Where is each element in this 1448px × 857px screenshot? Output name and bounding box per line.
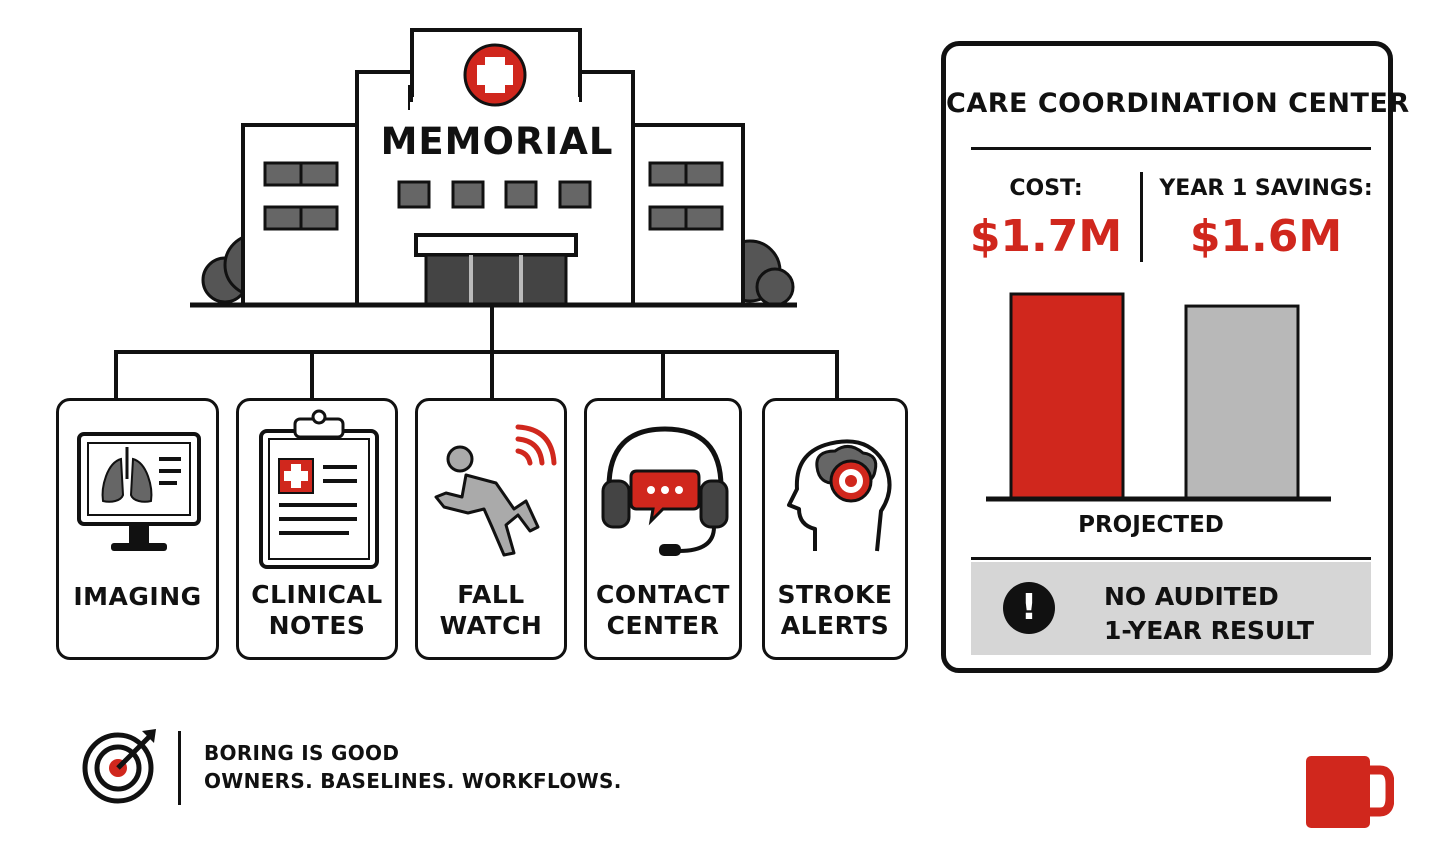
warning-line: NO AUDITED <box>1104 582 1279 611</box>
department-label: CONTACT <box>596 580 730 609</box>
department-card-imaging: IMAGING <box>56 398 219 660</box>
monitor-lungs-icon <box>77 432 201 551</box>
chart-x-label: PROJECTED <box>1078 512 1224 538</box>
care-coordination-panel: CARE COORDINATION CENTER COST: $1.7M YEA… <box>941 41 1410 673</box>
panel-divider-bottom <box>971 557 1371 560</box>
org-connector-lines <box>114 305 839 400</box>
alert-icon: ! <box>1003 582 1055 634</box>
department-label: CLINICAL <box>251 580 383 609</box>
department-label: NOTES <box>268 611 366 640</box>
panel-title: CARE COORDINATION CENTER <box>946 88 1410 119</box>
cost-vs-savings-chart <box>986 292 1331 502</box>
warning-text: NO AUDITED 1-YEAR RESULT <box>1104 580 1314 648</box>
footer-line-2: OWNERS. BASELINES. WORKFLOWS. <box>204 769 622 793</box>
cost-value: $1.7M <box>969 211 1123 262</box>
department-label: STROKE <box>777 580 893 609</box>
savings-value: $1.6M <box>1189 211 1343 262</box>
clipboard-icon <box>259 409 379 569</box>
bar-savings <box>1184 304 1300 501</box>
cost-label: COST: <box>1009 176 1083 201</box>
warning-line: 1-YEAR RESULT <box>1104 616 1315 645</box>
medical-cross-icon <box>463 43 527 107</box>
department-label: FALL <box>457 580 525 609</box>
department-label: ALERTS <box>780 611 890 640</box>
warning-box: ! NO AUDITED 1-YEAR RESULT <box>971 562 1371 655</box>
panel-divider <box>971 147 1371 150</box>
brain-target-icon <box>787 439 892 552</box>
falling-person-icon <box>434 424 557 557</box>
mug-icon <box>1306 756 1394 828</box>
department-label: WATCH <box>439 611 543 640</box>
footer-divider <box>178 731 181 805</box>
department-label: IMAGING <box>73 582 202 611</box>
hospital-building <box>190 28 797 308</box>
footer-line-1: BORING IS GOOD <box>204 741 400 765</box>
hospital-name: MEMORIAL <box>380 120 614 163</box>
department-label: CENTER <box>606 611 720 640</box>
headset-icon <box>601 426 729 556</box>
bar-cost <box>1009 292 1125 501</box>
savings-label: YEAR 1 SAVINGS: <box>1159 176 1373 201</box>
kpi-divider <box>1140 172 1143 262</box>
target-arrow-icon <box>82 729 156 804</box>
